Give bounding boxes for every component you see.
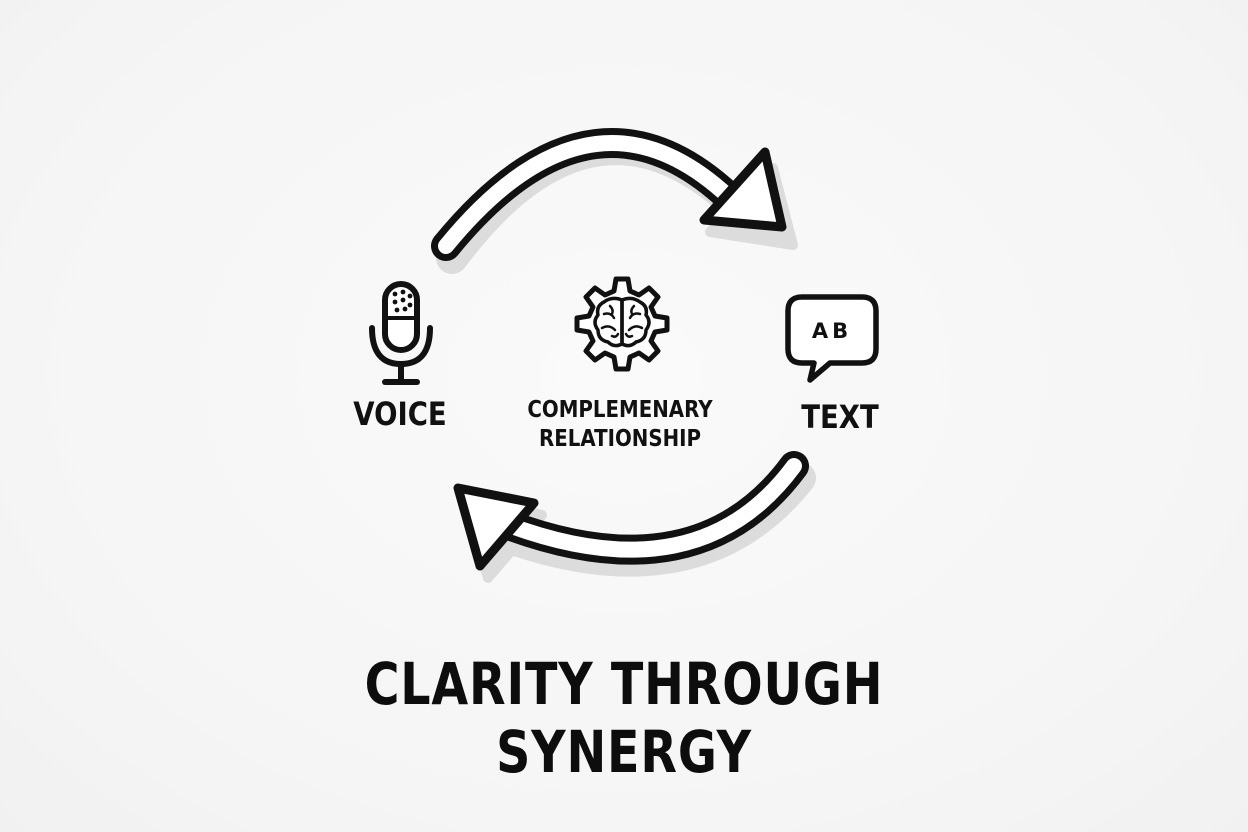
center-label-line1: COMPLEMENARY [527,397,713,423]
center-label-line2: RELATIONSHIP [538,426,702,452]
center-label: COMPLEMENARY RELATIONSHIP [508,396,732,454]
speech-bubble-icon [785,294,879,383]
top-cycle-arrow [431,128,798,274]
diagram-title: CLARITY THROUGH SYNERGY [364,650,884,786]
bottom-cycle-arrow [453,451,816,583]
brain-gear-icon [574,276,670,372]
microphone-icon [369,281,433,385]
speech-bubble-text: AB [812,319,852,343]
voice-label: VOICE [353,395,447,433]
text-label: TEXT [801,398,879,436]
